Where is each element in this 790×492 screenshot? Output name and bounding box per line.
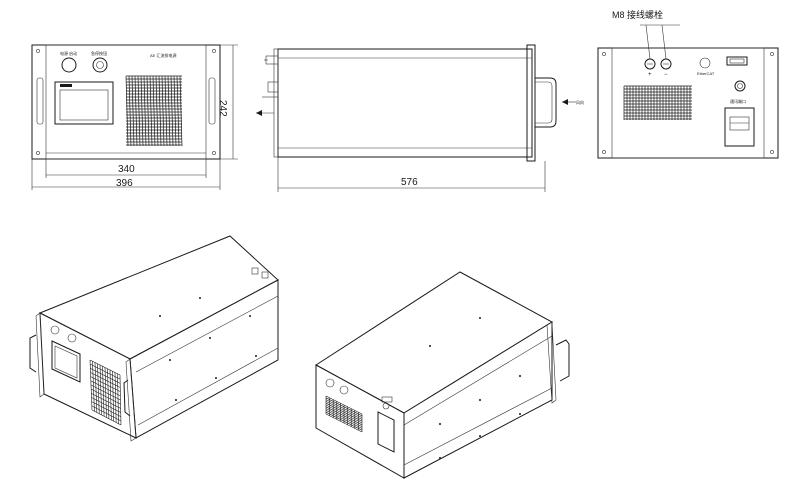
ethercat-label: EtherCAT — [697, 71, 715, 76]
estop-knob-icon — [92, 57, 108, 73]
front-brand-label: AE 汇流排电源 — [150, 52, 176, 58]
iso2-vent-grille — [325, 395, 363, 433]
dim-396: 396 — [116, 178, 133, 189]
isometric-rear-view — [315, 271, 570, 479]
side-body — [277, 48, 533, 158]
front-view: 电源 启动 急停按钮 AE 汇流排电源 — [31, 44, 221, 160]
iso1-vent-grille — [89, 359, 122, 426]
side-rear-flange — [526, 44, 536, 162]
dim-576: 576 — [401, 177, 418, 188]
front-handle-left — [36, 77, 44, 125]
side-rear-handle — [535, 77, 557, 128]
side-dimensions: 576 — [277, 157, 546, 192]
iso1-handle-left — [29, 334, 37, 373]
front-panel-inner — [45, 44, 207, 160]
rear-socket-label: 通讯端口 — [730, 98, 746, 104]
hmi-screen — [54, 81, 114, 125]
iso1-screen — [51, 340, 81, 383]
rear-view: + − M8 接线螺栓 EtherCAT 通讯端口 — [597, 9, 779, 159]
front-vent-grille — [125, 75, 183, 147]
front-handle-right — [208, 77, 216, 125]
iso2-rear-face — [315, 364, 405, 479]
iso2-socket-panel — [377, 411, 395, 453]
ethercat-port-icon — [699, 57, 711, 69]
side-view: 风向 — [256, 44, 584, 162]
front-dimensions: 340 396 242 — [31, 44, 238, 190]
hmi-screen-display — [59, 89, 109, 121]
plus-label: + — [648, 72, 652, 78]
rear-socket-panel — [724, 107, 755, 147]
isometric-front-view — [29, 235, 279, 442]
rear-panel-outline — [597, 47, 779, 159]
power-knob-label: 电源 启动 — [60, 50, 77, 56]
iso2-handle — [555, 339, 570, 382]
dim-340: 340 — [118, 164, 135, 175]
rear-gland-icon — [734, 80, 746, 92]
dim-242: 242 — [217, 100, 228, 117]
side-wind-label: 风向 — [576, 99, 584, 105]
rear-vent-grille — [623, 85, 692, 120]
minus-label: − — [664, 72, 668, 78]
iso1-handle-right — [123, 379, 131, 417]
screw-callout-label: M8 接线螺栓 — [612, 9, 663, 20]
db-connector — [726, 56, 748, 66]
estop-knob-label: 急停按钮 — [91, 50, 107, 56]
power-knob-icon — [61, 57, 77, 73]
